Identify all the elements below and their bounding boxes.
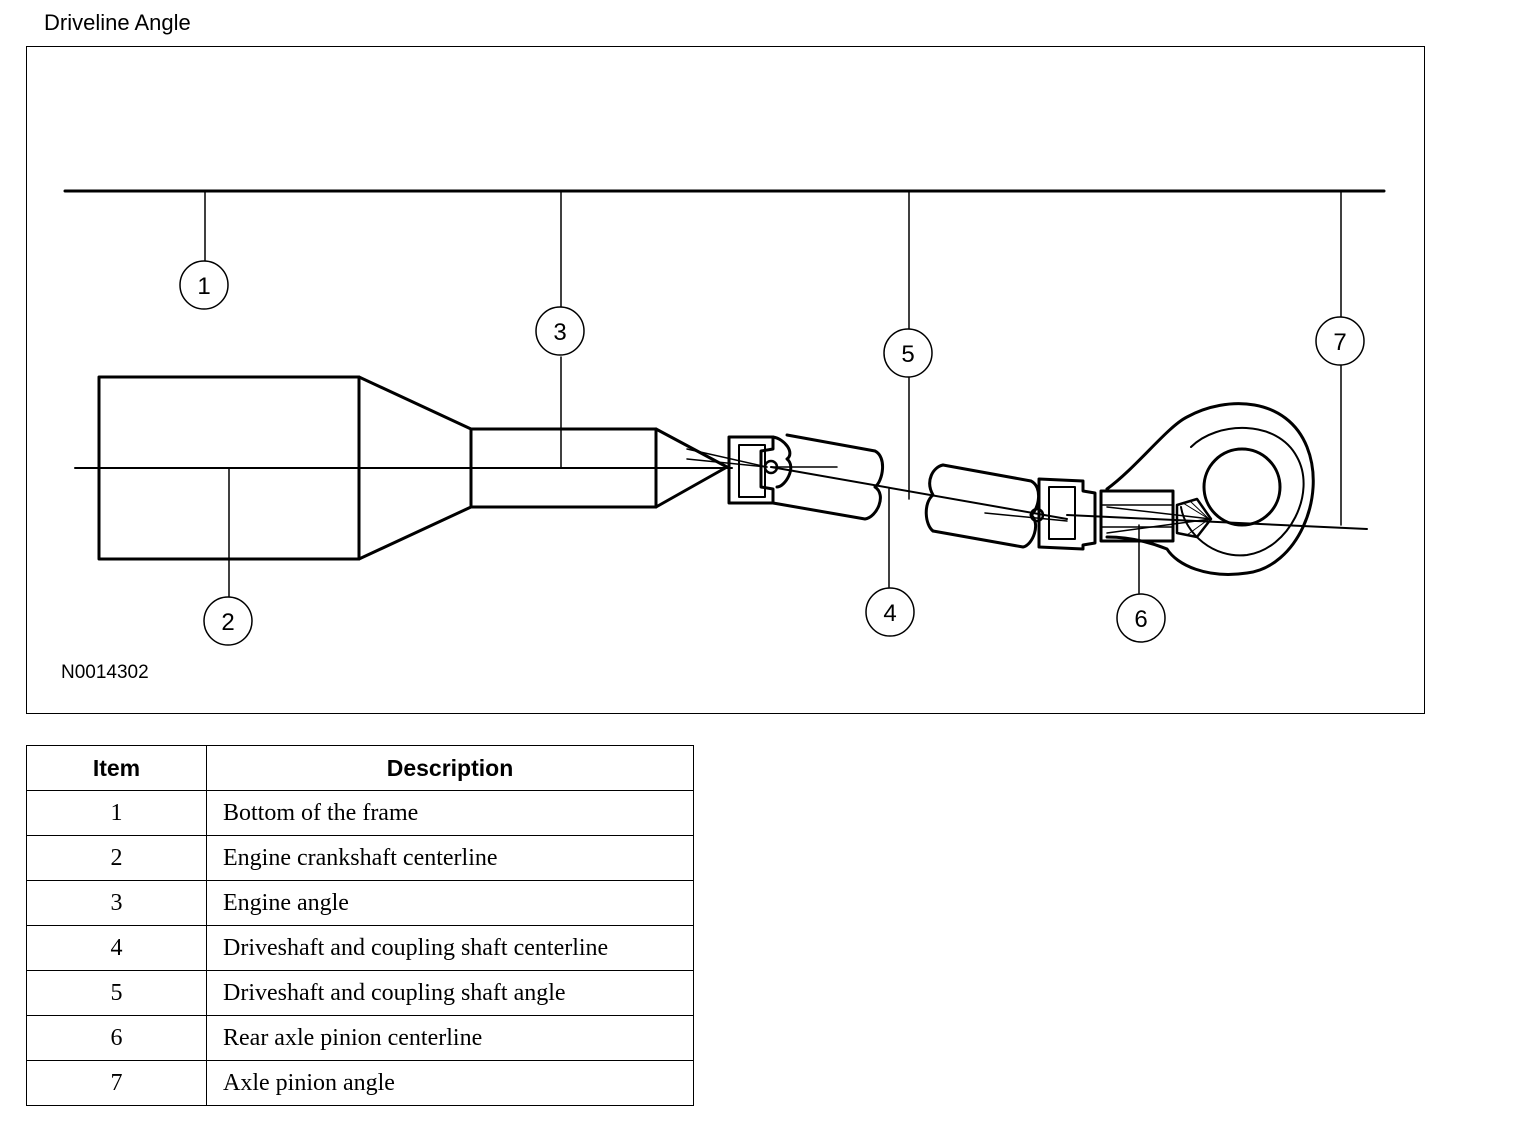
callout-5-label: 5 — [901, 341, 914, 368]
axle-housing — [1105, 402, 1315, 576]
callout-4-label: 4 — [883, 600, 896, 627]
callout-4: 4 — [865, 587, 915, 637]
header-description: Description — [206, 745, 694, 791]
rear-u-joint — [1029, 477, 1097, 551]
pinion-axis-upper — [1106, 506, 1212, 520]
table-row: 2 Engine crankshaft centerline — [26, 835, 694, 881]
legend-table: Item Description 1 Bottom of the frame 2… — [26, 745, 694, 1106]
driveshaft-centerline — [770, 466, 1068, 520]
callout-5: 5 — [883, 328, 933, 378]
row-item: 4 — [26, 925, 207, 971]
callout-1-label: 1 — [197, 273, 210, 300]
row-description: Driveshaft and coupling shaft centerline — [206, 925, 694, 971]
row-description: Engine angle — [206, 880, 694, 926]
callout-2-label: 2 — [221, 609, 234, 636]
row-item: 7 — [26, 1060, 207, 1106]
row-item: 5 — [26, 970, 207, 1016]
row-item: 1 — [26, 790, 207, 836]
callout-3-label: 3 — [553, 319, 566, 346]
row-item: 2 — [26, 835, 207, 881]
table-row: 1 Bottom of the frame — [26, 790, 694, 836]
callout-6-label: 6 — [1134, 606, 1147, 633]
header-item: Item — [26, 745, 207, 791]
row-description: Axle pinion angle — [206, 1060, 694, 1106]
row-item: 3 — [26, 880, 207, 926]
legend-header-row: Item Description — [26, 745, 694, 791]
row-description: Driveshaft and coupling shaft angle — [206, 970, 694, 1016]
coupling-axis — [984, 512, 1068, 522]
driveshaft-front-tube — [771, 433, 884, 521]
diagram-title: Driveline Angle — [44, 10, 191, 35]
figure-code: N0014302 — [61, 662, 149, 683]
callout-7: 7 — [1315, 316, 1365, 366]
table-row: 5 Driveshaft and coupling shaft angle — [26, 970, 694, 1016]
row-description: Engine crankshaft centerline — [206, 835, 694, 881]
row-description: Bottom of the frame — [206, 790, 694, 836]
pinion-centerline — [1066, 514, 1368, 530]
driveline-drawing: 1 2 3 4 5 6 7 — [63, 189, 1386, 646]
pinion-axis-lower — [1106, 518, 1212, 534]
table-row: 3 Engine angle — [26, 880, 694, 926]
row-item: 6 — [26, 1015, 207, 1061]
pinion-flange — [1099, 489, 1175, 543]
converge-line-b — [686, 458, 768, 468]
coupling-shaft-tube — [924, 463, 1040, 549]
callout-1: 1 — [179, 260, 229, 310]
table-row: 4 Driveshaft and coupling shaft centerli… — [26, 925, 694, 971]
front-u-joint — [727, 435, 779, 505]
table-row: 6 Rear axle pinion centerline — [26, 1015, 694, 1061]
converge-line-a — [686, 448, 768, 468]
callout-7-label: 7 — [1333, 329, 1346, 356]
callout-3: 3 — [535, 306, 585, 356]
driveline-figure: 1 2 3 4 5 6 7 N0014302 — [26, 46, 1425, 714]
callout-2: 2 — [203, 596, 253, 646]
callout-6: 6 — [1116, 593, 1166, 643]
table-row: 7 Axle pinion angle — [26, 1060, 694, 1106]
row-description: Rear axle pinion centerline — [206, 1015, 694, 1061]
